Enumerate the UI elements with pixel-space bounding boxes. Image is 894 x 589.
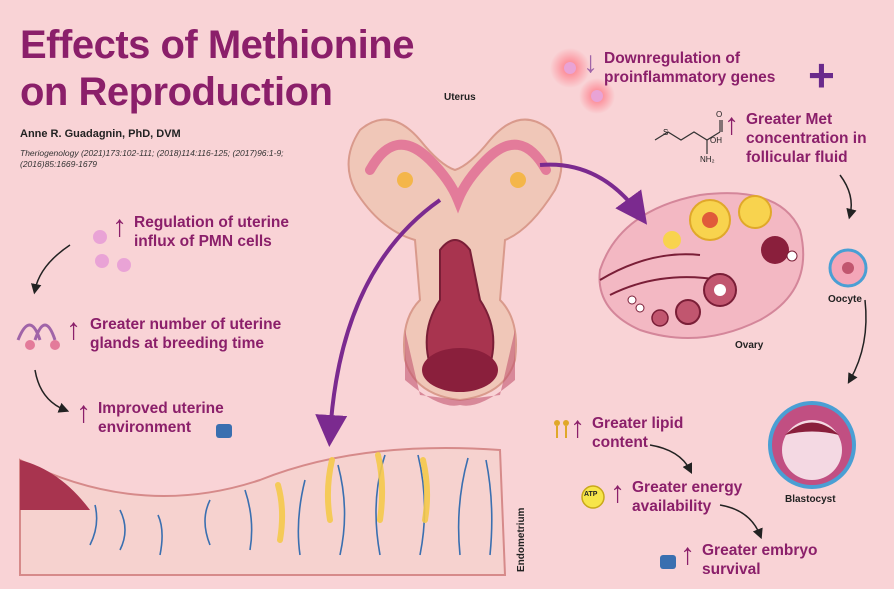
plus-icon: + xyxy=(808,49,835,101)
author: Anne R. Guadagnin, PhD, DVM xyxy=(20,128,181,140)
effect-genes: Downregulation of proinflammatory genes xyxy=(604,50,776,86)
effect-met: Greater Met concentration in follicular … xyxy=(746,111,867,166)
up-arrow-icon: ↑ xyxy=(724,108,739,141)
effect-glands: Greater number of uterine glands at bree… xyxy=(90,316,282,352)
pmn-cells-icon xyxy=(93,230,131,272)
proinflammatory-cells-icon xyxy=(550,48,615,114)
references: Theriogenology (2021)173:102-111; (2018)… xyxy=(20,148,284,169)
up-arrow-icon: ↑ xyxy=(76,396,91,429)
up-arrow-icon: ↑ xyxy=(570,411,585,444)
lipid-icon xyxy=(554,420,569,438)
ovary-label: Ovary xyxy=(735,340,764,351)
molecule-nh2-label: NH₂ xyxy=(700,155,715,164)
flow-arrows-black xyxy=(31,174,867,540)
page-title: Effects of Methionine on Reproduction xyxy=(20,22,460,116)
effect-energy: Greater energy availability xyxy=(632,479,743,515)
uterus-label: Uterus xyxy=(444,92,476,103)
oocyte-illustration xyxy=(828,248,868,288)
thumbs-up-icon xyxy=(216,424,232,438)
molecule-oxygen-label: O xyxy=(716,110,723,119)
up-arrow-icon: ↑ xyxy=(66,313,81,346)
title-line-2: on Reproduction xyxy=(20,70,333,114)
up-arrow-icon: ↑ xyxy=(680,538,695,571)
effect-pmn: Regulation of uterine influx of PMN cell… xyxy=(134,214,289,250)
uterine-glands-icon xyxy=(16,323,60,350)
ovary-illustration xyxy=(598,192,805,339)
effect-embryo: Greater embryo survival xyxy=(702,542,818,578)
atp-icon xyxy=(581,485,605,509)
endometrium-label: Endometrium xyxy=(516,507,527,572)
up-arrow-icon: ↑ xyxy=(112,210,127,243)
effect-lipid: Greater lipid content xyxy=(592,415,684,451)
title-line-1: Effects of Methionine xyxy=(20,23,414,67)
molecule-oh-label: OH xyxy=(710,136,722,145)
methionine-molecule xyxy=(654,120,723,154)
blastocyst-illustration xyxy=(768,401,856,489)
up-arrow-icon: ↑ xyxy=(610,476,625,509)
effect-environment: Improved uterine environment xyxy=(98,400,224,436)
down-arrow-icon: ↓ xyxy=(583,46,598,79)
molecule-sulfur-label: S xyxy=(663,128,669,137)
flow-arrows-purple xyxy=(315,162,648,447)
oocyte-label: Oocyte xyxy=(828,294,862,305)
endometrium-illustration xyxy=(19,447,507,576)
blastocyst-label: Blastocyst xyxy=(785,494,836,505)
atp-label: ATP xyxy=(584,491,598,498)
thumbs-up-icon xyxy=(660,555,676,569)
uterus-illustration xyxy=(347,118,563,406)
